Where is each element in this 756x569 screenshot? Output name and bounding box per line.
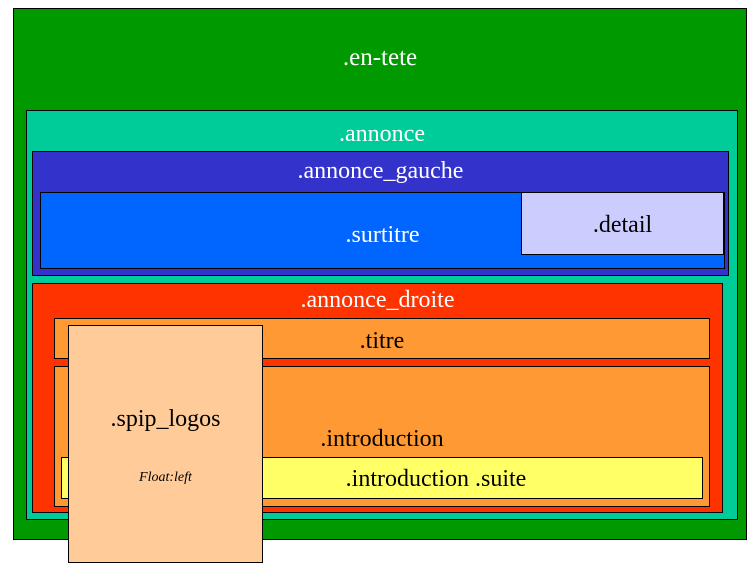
surtitre-label: .surtitre xyxy=(345,222,420,248)
spip-logos-note: Float:left xyxy=(139,470,192,485)
annonce-droite-label: .annonce_droite xyxy=(300,287,455,313)
introduction-suite-label: .introduction .suite xyxy=(345,466,527,492)
spip-logos-box: .spip_logos Float:left xyxy=(68,325,263,563)
titre-label: .titre xyxy=(359,328,405,354)
spip-logos-label: .spip_logos xyxy=(110,406,221,432)
en-tete-label: .en-tete xyxy=(342,44,418,71)
annonce-label: .annonce xyxy=(339,121,425,147)
annonce-gauche-label: .annonce_gauche xyxy=(297,158,464,184)
detail-label: .detail xyxy=(592,212,653,238)
introduction-label: .introduction xyxy=(320,426,444,452)
detail-box: .detail xyxy=(521,192,724,255)
